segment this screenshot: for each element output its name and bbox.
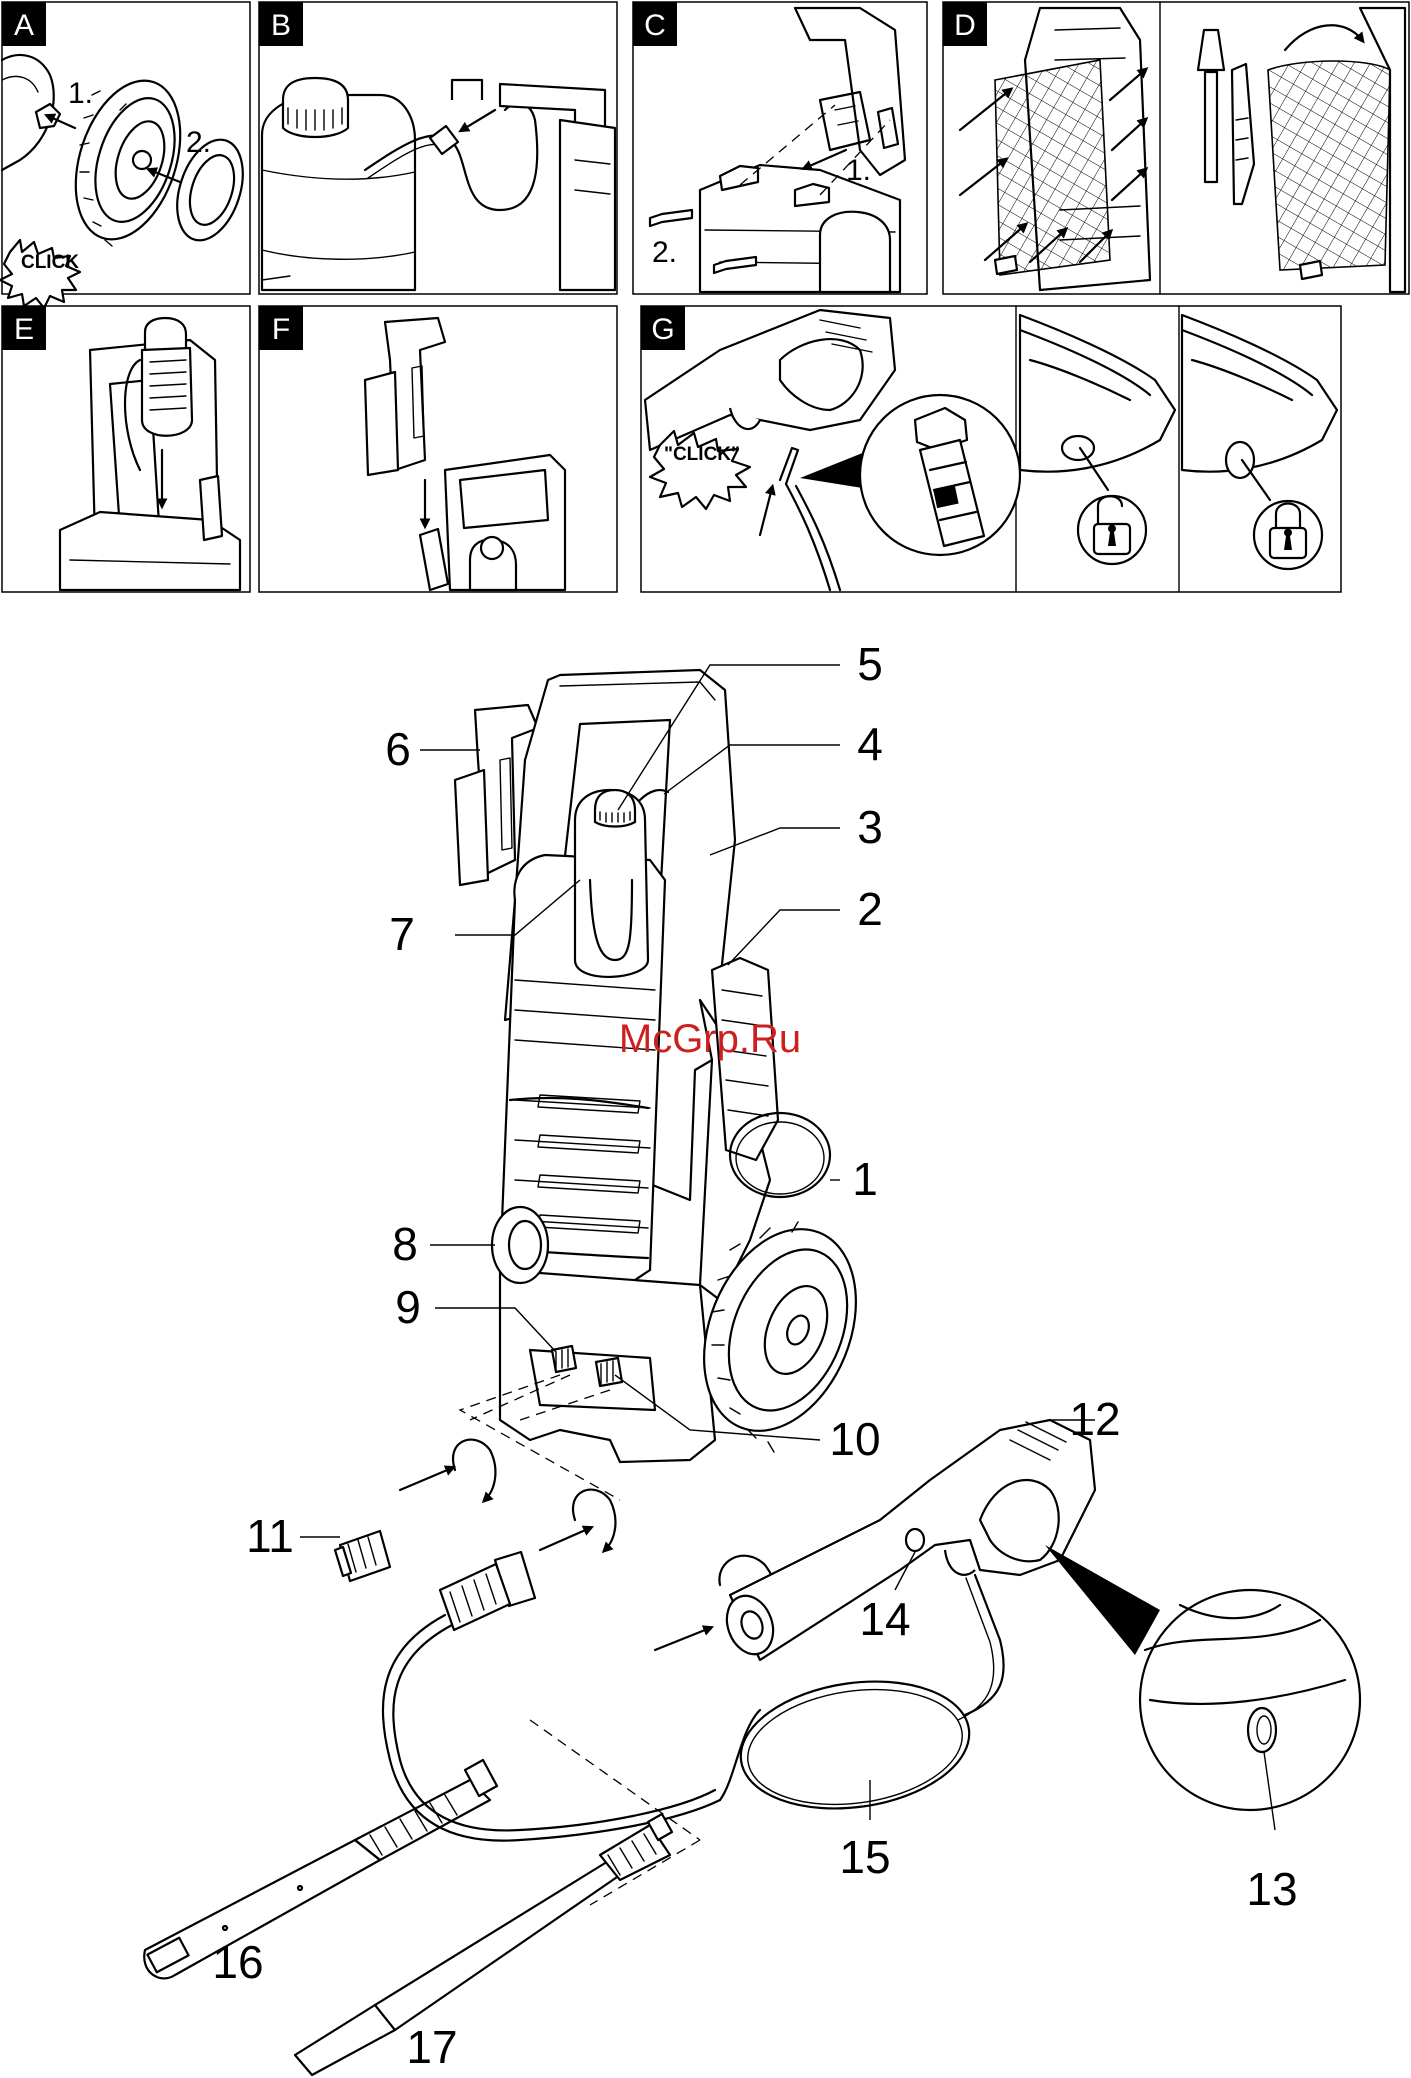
callout-3: 3: [857, 801, 883, 853]
high-pressure-outlet: [596, 1358, 622, 1386]
main-exploded-view: 1 2 3 4 5 6 7 8 9 10 11 12 13 14 15 16 1…: [144, 638, 1360, 2075]
tank-cap: [595, 790, 635, 827]
callout-7: 7: [389, 908, 415, 960]
panel-tag-b: B: [259, 2, 303, 46]
panel-g: G "CLICK": [641, 306, 1341, 592]
panel-tag-label: B: [271, 9, 291, 42]
high-pressure-hose-connector: [440, 1552, 535, 1630]
panel-tag-c: C: [633, 2, 677, 46]
panel-f: F: [259, 306, 617, 592]
callout-14: 14: [859, 1593, 910, 1645]
panel-tag-label: C: [644, 9, 666, 42]
panel-tag-g: G: [641, 306, 685, 350]
suction-hose: [640, 790, 668, 800]
panel-tag-label: E: [14, 313, 34, 346]
panel-tag-label: G: [651, 313, 674, 346]
garden-hose-adapter: [335, 1531, 390, 1581]
step-number-2: 2.: [186, 126, 211, 159]
panel-tag-f: F: [259, 306, 303, 350]
panel-tag-label: F: [272, 313, 290, 346]
click-burst-label: "CLICK": [664, 444, 740, 465]
step-number-1: 1.: [68, 77, 93, 110]
watermark: McGrp.Ru: [619, 1017, 801, 1061]
callout-16: 16: [212, 1936, 263, 1988]
callout-9: 9: [395, 1281, 421, 1333]
on-off-switch: [492, 1207, 548, 1283]
panel-tag-e: E: [2, 306, 46, 350]
callout-1: 1: [852, 1153, 878, 1205]
callout-17: 17: [406, 2021, 457, 2073]
callout-15: 15: [839, 1831, 890, 1883]
panel-e: E: [2, 306, 250, 592]
step-number-1: 1.: [846, 154, 871, 187]
callout-4: 4: [857, 718, 883, 770]
spray-lance: [144, 1760, 497, 1978]
panel-c: C 1. 2.: [633, 2, 927, 294]
panel-tag-d: D: [943, 2, 987, 46]
callout-13: 13: [1246, 1863, 1297, 1915]
safety-catch-zoom: [1045, 1545, 1360, 1810]
click-burst-label: CLICK: [21, 252, 79, 273]
callout-5: 5: [857, 638, 883, 690]
step-number-2: 2.: [652, 236, 677, 269]
panel-b: B: [259, 2, 617, 294]
panel-d: D: [943, 2, 1409, 294]
panel-a: A 1. 2. CLICK: [0, 2, 255, 308]
callout-8: 8: [392, 1218, 418, 1270]
safety-catch: [906, 1529, 924, 1551]
callout-11: 11: [246, 1510, 294, 1562]
callout-6: 6: [385, 723, 411, 775]
pressure-washer-body: [492, 670, 884, 1462]
panel-tag-label: A: [14, 9, 34, 42]
callout-12: 12: [1069, 1393, 1120, 1445]
panel-tag-a: A: [2, 2, 46, 46]
callout-10: 10: [829, 1413, 880, 1465]
callout-2: 2: [857, 883, 883, 935]
panel-tag-label: D: [954, 9, 976, 42]
